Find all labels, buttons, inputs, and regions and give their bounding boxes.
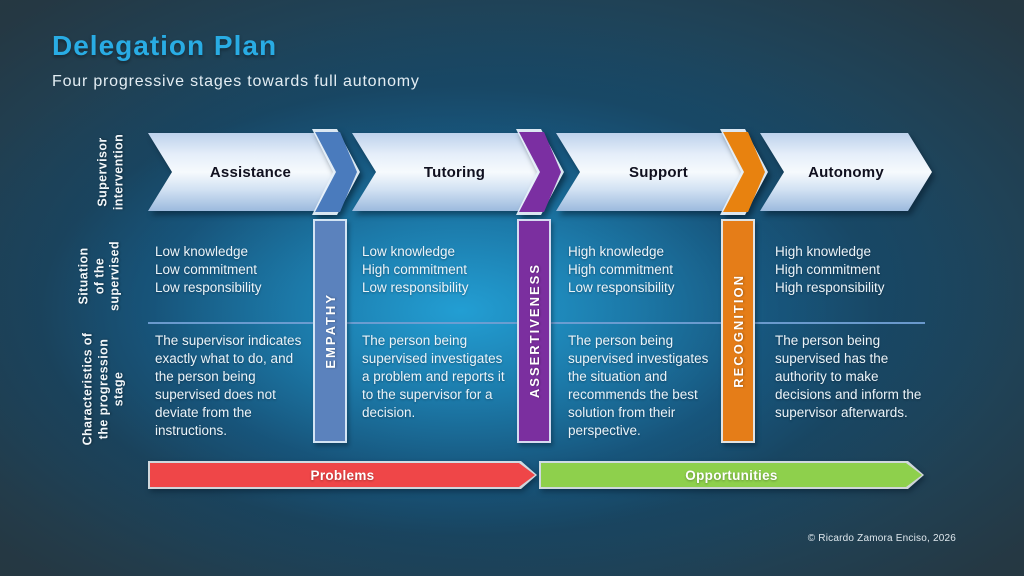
row-label-characteristics-of-stage: Characteristics of the progression stage <box>80 332 126 446</box>
problems-arrow: Problems <box>148 461 537 489</box>
stage-label-assistance: Assistance <box>209 163 292 181</box>
stage-arrow-assistance: Assistance <box>148 133 353 211</box>
keyword-bar-recognition: RECOGNITION <box>721 219 755 443</box>
stage-arrow-tutoring: Tutoring <box>352 133 557 211</box>
characteristics-tutoring: The person being supervised investigates… <box>362 333 505 420</box>
page-subtitle: Four progressive stages towards full aut… <box>52 73 420 90</box>
keyword-bar-assertiveness: ASSERTIVENESS <box>517 219 551 443</box>
keyword-label-assertiveness: ASSERTIVENESS <box>526 263 542 399</box>
opportunities-label: Opportunities <box>685 467 778 483</box>
page-title: Delegation Plan <box>52 30 278 61</box>
stage-label-tutoring: Tutoring <box>423 163 486 181</box>
chevron-icon-purple <box>516 129 564 215</box>
keyword-bar-empathy: EMPATHY <box>313 219 347 443</box>
characteristics-autonomy: The person being supervised has the auth… <box>775 333 922 420</box>
keyword-label-recognition: RECOGNITION <box>730 274 746 388</box>
chevron-icon-blue <box>312 129 360 215</box>
chevron-icon-orange <box>720 129 768 215</box>
stage-arrow-support: Support <box>556 133 761 211</box>
characteristics-assistance: The supervisor indicates exactly what to… <box>155 333 302 438</box>
stage-arrow-autonomy: Autonomy <box>760 133 932 211</box>
copyright-text: © Ricardo Zamora Enciso, 2026 <box>807 533 956 544</box>
keyword-label-empathy: EMPATHY <box>322 293 338 369</box>
stage-label-support: Support <box>629 163 688 181</box>
characteristics-support: The person being supervised investigates… <box>568 333 709 438</box>
stage-label-autonomy: Autonomy <box>808 163 884 181</box>
opportunities-arrow: Opportunities <box>539 461 924 489</box>
problems-label: Problems <box>310 467 375 483</box>
